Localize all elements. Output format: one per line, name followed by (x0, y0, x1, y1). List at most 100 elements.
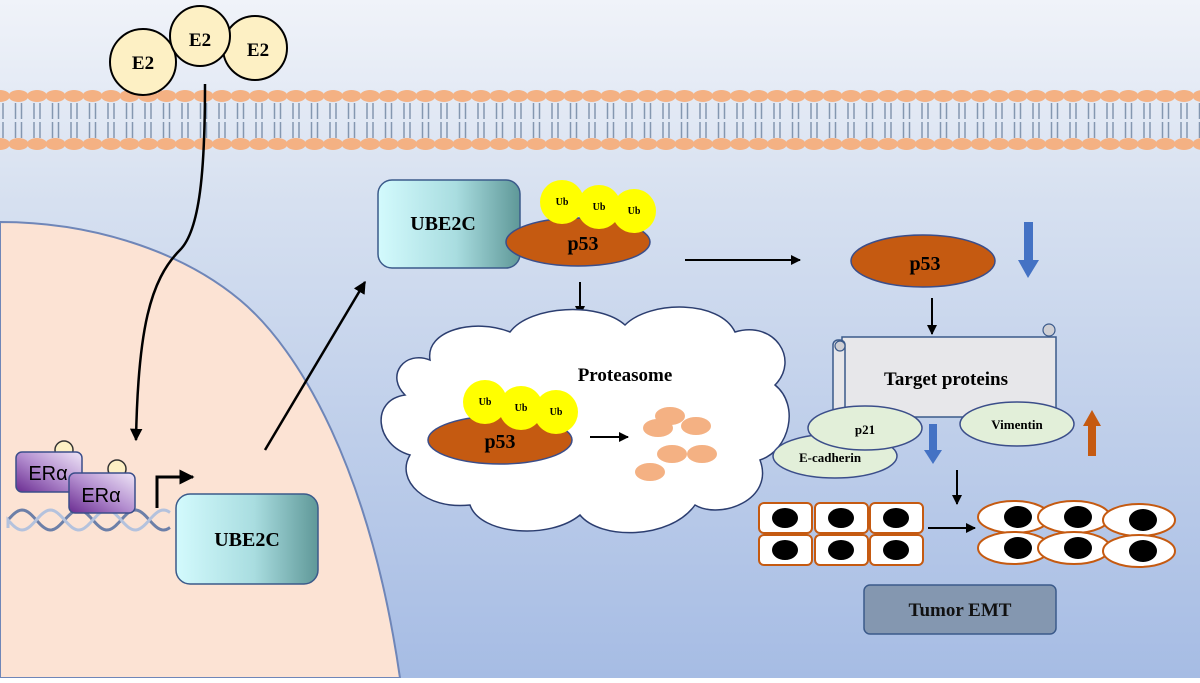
lipid-head (1082, 90, 1102, 102)
lipid-head (157, 90, 177, 102)
vimentin-oval: Vimentin (960, 402, 1074, 446)
lipid-head (1119, 90, 1139, 102)
lipid-head (656, 90, 676, 102)
lipid-head (175, 138, 195, 150)
lipid-head (231, 138, 251, 150)
p21-oval: p21 (808, 406, 922, 450)
lipid-head (212, 138, 232, 150)
lipid-head (823, 138, 843, 150)
nucleus-dot (772, 540, 798, 560)
lipid-head (360, 138, 380, 150)
lipid-head (1174, 90, 1194, 102)
lipid-head (1082, 138, 1102, 150)
lipid-head (749, 138, 769, 150)
lipid-head (508, 138, 528, 150)
lipid-head (878, 90, 898, 102)
vimentin-label: Vimentin (991, 417, 1043, 432)
lipid-head (1026, 90, 1046, 102)
lipid-head (101, 90, 121, 102)
epithelial-cells (759, 503, 923, 565)
er-alpha-label: ERα (28, 463, 67, 485)
tumor-emt-box: Tumor EMT (864, 585, 1056, 634)
lipid-head (527, 138, 547, 150)
nucleus-dot (1064, 506, 1092, 528)
lipid-head (564, 138, 584, 150)
lipid-head (582, 138, 602, 150)
lipid-head (878, 138, 898, 150)
lipid-head (83, 138, 103, 150)
lipid-head (453, 138, 473, 150)
lipid-head (841, 90, 861, 102)
lipid-head (860, 90, 880, 102)
lipid-head (860, 138, 880, 150)
lipid-head (712, 90, 732, 102)
lipid-head (490, 138, 510, 150)
lipid-head (268, 138, 288, 150)
lipid-head (1100, 138, 1120, 150)
lipid-head (934, 90, 954, 102)
lipid-head (1137, 138, 1157, 150)
lipid-head (249, 138, 269, 150)
lipid-head (527, 90, 547, 102)
lipid-head (212, 90, 232, 102)
lipid-head (638, 138, 658, 150)
ube2c-enzyme-box: UBE2C (378, 180, 520, 268)
lipid-head (397, 90, 417, 102)
lipid-head (9, 90, 29, 102)
lipid-head (601, 138, 621, 150)
lipid-head (712, 138, 732, 150)
er-alpha-label: ERα (81, 485, 120, 507)
lipid-head (1156, 138, 1176, 150)
lipid-head (582, 90, 602, 102)
lipid-head (9, 138, 29, 150)
ub-label: Ub (550, 407, 563, 418)
nucleus-dot (1004, 537, 1032, 559)
nucleus-dot (772, 508, 798, 528)
p53-free: p53 (851, 235, 995, 287)
lipid-head (971, 90, 991, 102)
lipid-head (360, 90, 380, 102)
lipid-head (1119, 138, 1139, 150)
lipid-head (434, 138, 454, 150)
lipid-head (693, 138, 713, 150)
ub-label: Ub (479, 397, 492, 408)
lipid-head (1008, 138, 1028, 150)
lipid-head (64, 138, 84, 150)
nucleus-dot (828, 540, 854, 560)
lipid-head (46, 90, 66, 102)
lipid-head (1156, 90, 1176, 102)
lipid-head (101, 138, 121, 150)
p53-label: p53 (567, 233, 598, 255)
ube2c-gene-box: UBE2C (176, 494, 318, 584)
p53-label: p53 (484, 431, 515, 453)
proteasome-label: Proteasome (578, 365, 673, 386)
lipid-head (1063, 138, 1083, 150)
lipid-head (897, 90, 917, 102)
lipid-head (915, 138, 935, 150)
lipid-head (434, 90, 454, 102)
lipid-head (1008, 90, 1028, 102)
e2-label: E2 (189, 30, 211, 51)
lipid-head (194, 90, 214, 102)
nucleus-dot (1064, 537, 1092, 559)
lipid-head (342, 90, 362, 102)
lipid-head (46, 138, 66, 150)
lipid-head (1026, 138, 1046, 150)
lipid-head (823, 90, 843, 102)
lipid-head (27, 90, 47, 102)
lipid-head (305, 138, 325, 150)
lipid-head (490, 90, 510, 102)
lipid-head (1100, 90, 1120, 102)
lipid-head (545, 90, 565, 102)
lipid-head (675, 138, 695, 150)
lipid-head (656, 138, 676, 150)
ub-label: Ub (556, 197, 569, 208)
lipid-head (675, 90, 695, 102)
lipid-head (416, 90, 436, 102)
lipid-head (952, 90, 972, 102)
nucleus-dot (828, 508, 854, 528)
nucleus-dot (883, 508, 909, 528)
lipid-head (601, 90, 621, 102)
lipid-head (952, 138, 972, 150)
